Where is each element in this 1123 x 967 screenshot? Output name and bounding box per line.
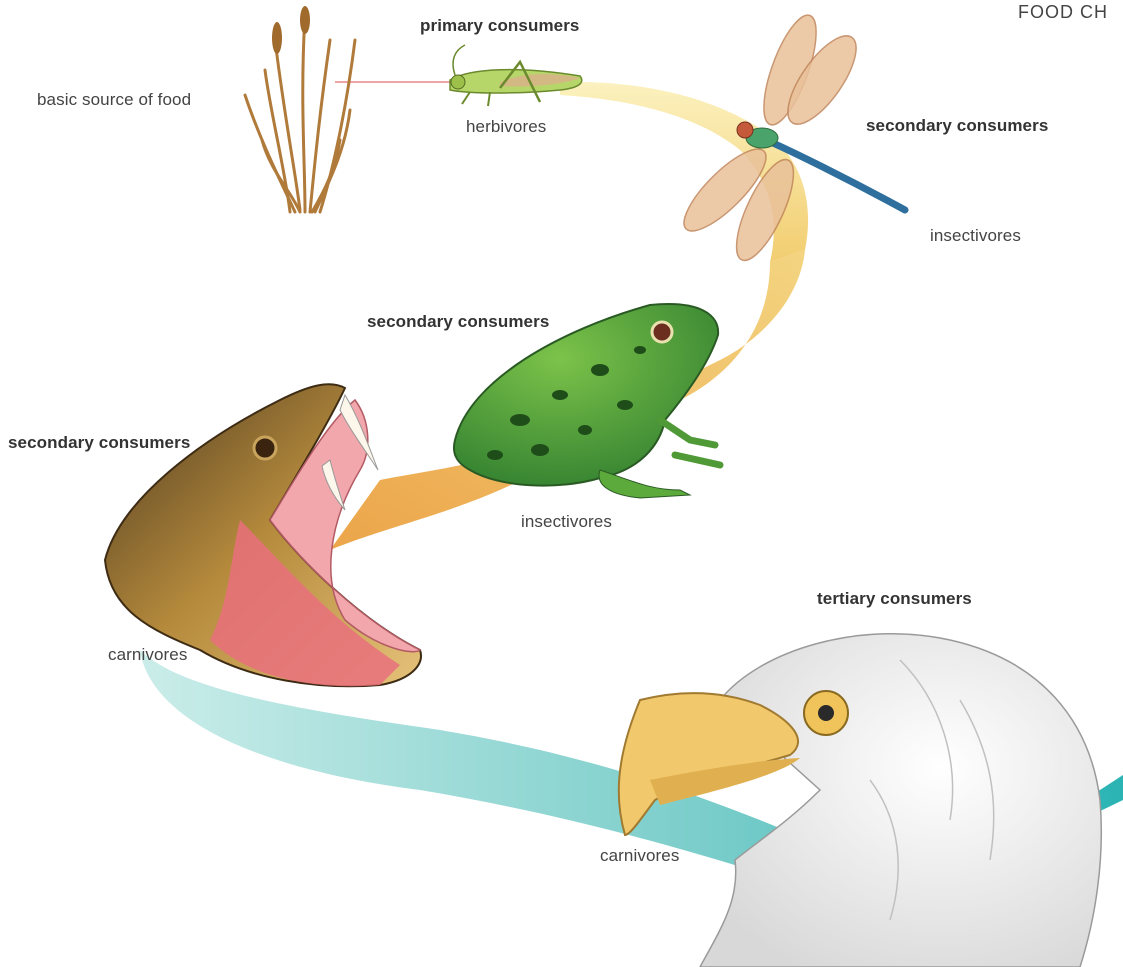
grass-illustration [245,6,355,212]
label-secondary-consumers-dragonfly: secondary consumers [866,116,1048,136]
page-title: FOOD CH [1018,2,1108,23]
grasshopper-illustration [450,45,582,106]
label-tertiary-consumers: tertiary consumers [817,589,972,609]
snake-illustration [105,384,421,686]
frog-illustration [454,304,720,498]
label-herbivores: herbivores [466,117,546,137]
label-insectivores-dragonfly: insectivores [930,226,1021,246]
label-secondary-consumers-frog: secondary consumers [367,312,549,332]
label-insectivores-frog: insectivores [521,512,612,532]
label-carnivores-eagle: carnivores [600,846,679,866]
label-basic-source-of-food: basic source of food [37,90,191,110]
label-secondary-consumers-snake: secondary consumers [8,433,190,453]
label-carnivores-snake: carnivores [108,645,187,665]
label-primary-consumers: primary consumers [420,16,580,36]
